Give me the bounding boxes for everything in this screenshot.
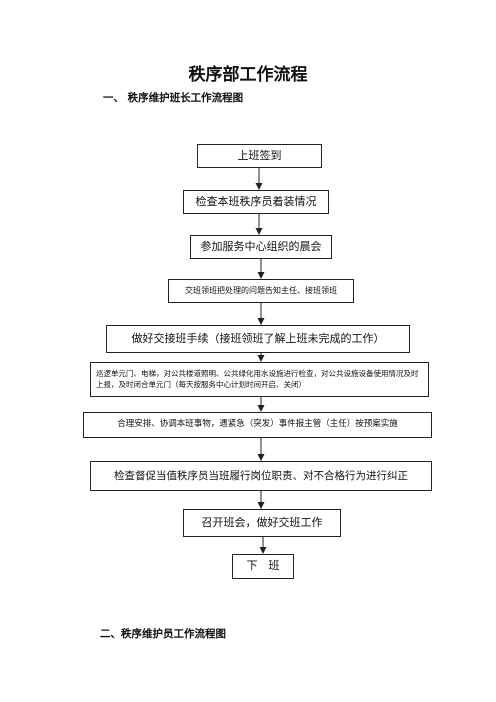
flow-step-handover-report: 交班领班把处理的问题告知主任、接班领班	[168, 279, 354, 303]
section-heading-2: 二、秩序维护员工作流程图	[100, 628, 226, 640]
flow-step-clock-in: 上班签到	[197, 144, 322, 168]
flow-step-clock-out: 下 班	[232, 554, 294, 579]
flow-step-patrol: 巡逻单元门、电梯，对公共楼道照明、公共绿化用水设施进行检查，对公共设施设备使用情…	[90, 362, 429, 397]
flow-step-shift-meeting: 召开班会，做好交班工作	[183, 509, 341, 537]
flow-step-supervise: 检查督促当值秩序员当班履行岗位职责、对不合格行为进行纠正	[90, 461, 432, 491]
flow-step-uniform-check: 检查本班秩序员着装情况	[183, 190, 329, 214]
page-title: 秩序部工作流程	[188, 65, 308, 85]
flow-step-shift-handover: 做好交接班手续（接班领班了解上班未完成的工作）	[106, 325, 410, 353]
section-heading-1: 一、 秩序维护班长工作流程图	[103, 92, 244, 104]
flow-step-arrange-work: 合理安排、协调本班事物，遇紧急（突发）事件报主管（主任）按预案实施	[83, 412, 432, 438]
flow-step-morning-meeting: 参加服务中心组织的晨会	[190, 235, 332, 259]
